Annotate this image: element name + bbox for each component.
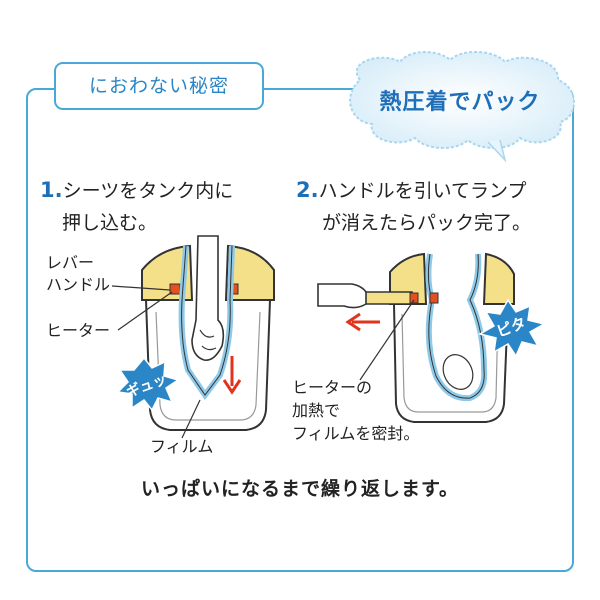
step2-line1: ハンドルを引いてランプ xyxy=(318,180,527,202)
film-label: フィルム xyxy=(150,437,214,456)
step1-tank xyxy=(145,299,271,431)
section-title: におわない秘密 xyxy=(88,75,229,97)
heater-seal-label: ヒーターの 加熱で フィルムを密封。 xyxy=(292,376,419,445)
step2-handle-bar xyxy=(363,291,413,305)
step1-line2: 押し込む。 xyxy=(62,212,158,234)
step1-number: 1. xyxy=(40,178,63,202)
step1-illustration xyxy=(111,235,275,439)
lever-label-line2: ハンドル xyxy=(46,275,111,294)
step2-heater xyxy=(429,292,439,304)
heater-seal-line3: フィルムを密封。 xyxy=(292,424,420,443)
step1-line1: シーツをタンク内に xyxy=(62,180,234,202)
step2-instruction: 2.ハンドルを引いてランプ が消えたらパック完了。 xyxy=(296,174,566,239)
step1-instruction: 1.シーツをタンク内に 押し込む。 xyxy=(40,174,280,239)
step2-hand xyxy=(317,283,367,309)
lever-label-line1: レバー xyxy=(46,253,95,272)
step2-burst xyxy=(478,298,546,358)
lever-handle-label: レバー ハンドル xyxy=(46,252,110,296)
heater-seal-line1: ヒーターの xyxy=(292,378,373,397)
heater-label: ヒーター xyxy=(46,321,111,340)
step2-line2: が消えたらパック完了。 xyxy=(322,212,532,234)
footer-instruction: いっぱいになるまで繰り返します。 xyxy=(140,478,460,500)
step1-arm xyxy=(191,235,225,362)
step2-lid-right xyxy=(482,252,515,305)
cloud-bubble xyxy=(349,50,575,163)
step2-illustration xyxy=(317,252,546,423)
step2-number: 2. xyxy=(296,178,319,202)
content-frame xyxy=(26,88,574,572)
cloud-label: 熱圧着でパック xyxy=(379,90,541,115)
heater-seal-line2: 加熱で xyxy=(292,401,341,420)
section-title-tab: におわない秘密 xyxy=(54,62,264,110)
step1-burst xyxy=(116,356,180,412)
